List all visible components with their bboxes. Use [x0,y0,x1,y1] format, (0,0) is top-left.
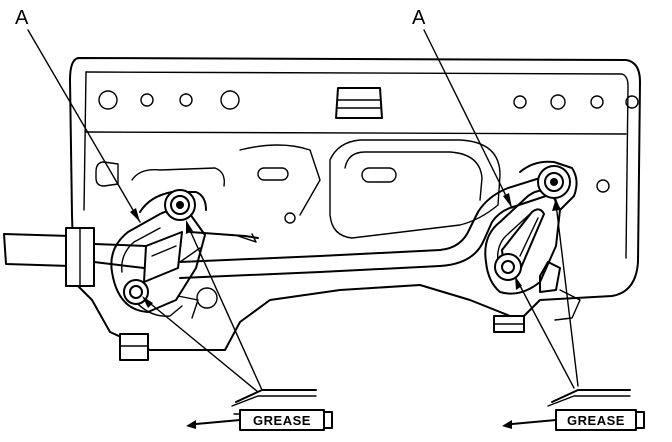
callout-a-right: A [412,7,513,209]
mounting-feet [119,315,525,361]
housing-plate [69,57,641,351]
grease-tube-icon-right: GREASE [502,389,645,431]
grease-label-left: GREASE [253,413,311,428]
grease-tube-icon-left: GREASE [186,389,333,431]
callout-a-left: A [15,7,141,223]
pivot-pin-right-upper [537,165,571,199]
pivot-pin-right-lower [494,253,522,281]
callout-label-left: A [15,7,29,29]
callout-label-right: A [412,7,426,29]
center-latch [335,87,383,119]
stamped-recesses [95,139,501,239]
grease-leaders-left [142,220,263,393]
grease-leaders-right [515,198,579,389]
pivot-pin-left-lower [123,279,149,305]
connecting-rod [179,177,547,279]
mounting-holes [98,90,639,309]
grease-label-right: GREASE [567,413,625,428]
release-cable [3,227,259,287]
pivot-pin-left-upper [164,189,196,221]
